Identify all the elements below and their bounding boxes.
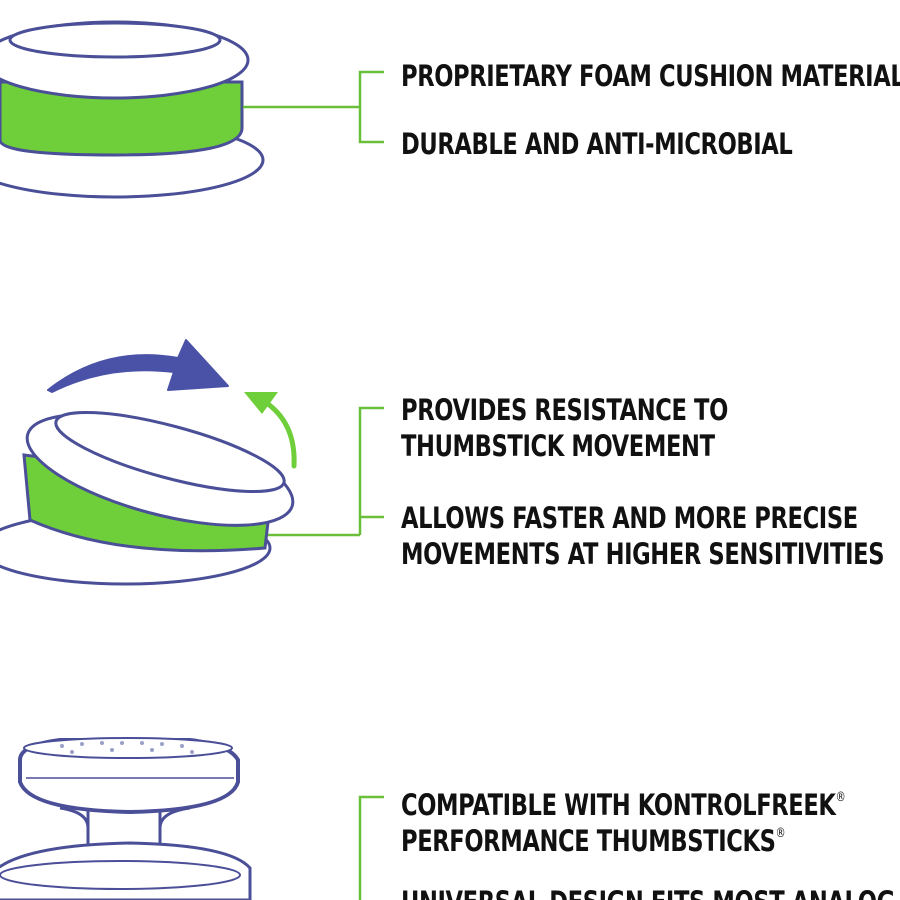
thumbstick-neck	[86, 810, 162, 845]
green-rotation-arrow-icon	[265, 401, 297, 469]
feature-precision-line2: MOVEMENTS AT HIGHER SENSITIVITIES	[401, 537, 885, 571]
cap-texture-dots	[60, 741, 194, 754]
feature-compatible-line1: COMPATIBLE WITH KONTROLFREEK®	[401, 780, 846, 823]
feature-universal-design: UNIVERSAL DESIGN FITS MOST ANALOG	[401, 884, 895, 900]
registered-mark: ®	[835, 790, 846, 805]
green-arrow-head	[244, 392, 278, 414]
foam-ring-illustration	[0, 20, 265, 199]
thumbstick-lower-dome	[0, 841, 252, 900]
thumbstick-lower-rim	[0, 860, 241, 890]
compatible-text: COMPATIBLE WITH KONTROLFREEK	[401, 788, 836, 822]
tilted-ring-illustration	[0, 410, 295, 586]
blue-rotation-arrow-icon	[47, 339, 229, 393]
tilted-ring-inner-ellipse	[54, 410, 286, 494]
feature-durable: DURABLE AND ANTI-MICROBIAL	[401, 127, 793, 161]
feature-foam-material: PROPRIETARY FOAM CUSHION MATERIAL	[401, 59, 900, 93]
feature-precision-line1: ALLOWS FASTER AND MORE PRECISE	[401, 501, 858, 535]
thumbstick-cap-top	[23, 737, 233, 759]
performance-thumbstick-illustration	[0, 737, 252, 900]
performance-text: PERFORMANCE THUMBSTICKS	[401, 824, 776, 858]
callout-bracket-3	[358, 795, 384, 900]
foam-ring-inner-ellipse	[8, 21, 222, 59]
feature-compatible-line2: PERFORMANCE THUMBSTICKS®	[401, 816, 786, 859]
feature-resistance-line1: PROVIDES RESISTANCE TO	[401, 393, 728, 427]
callout-bracket-2	[268, 406, 384, 537]
rotation-arrows	[47, 339, 297, 469]
registered-mark-2: ®	[775, 826, 786, 841]
foam-ring-green-band	[0, 80, 244, 157]
callout-bracket-1	[243, 70, 384, 144]
feature-resistance-line2: THUMBSTICK MOVEMENT	[401, 429, 715, 463]
